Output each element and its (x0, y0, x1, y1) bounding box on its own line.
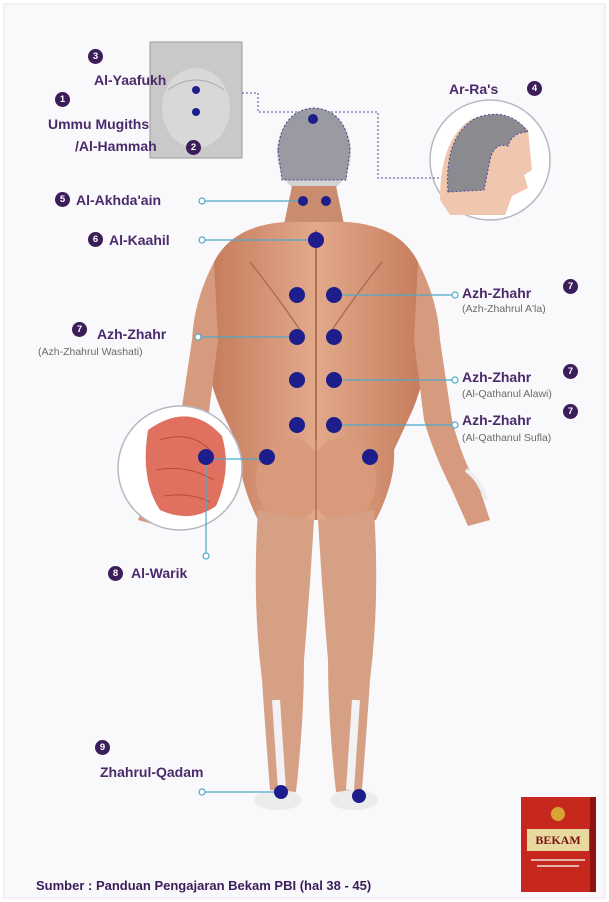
point-al-qathanul-alawi-left (289, 372, 305, 388)
label-al-warik: Al-Warik (131, 565, 187, 581)
point-ummu-mugiths (192, 108, 200, 116)
point-al-qathanul-sufla-left (289, 417, 305, 433)
sublabel-azh-zhahrul-washati: (Azh-Zhahrul Washati) (38, 346, 143, 358)
label-al-yaafukh: Al-Yaafukh (94, 72, 166, 88)
point-al-akhdaain-left (298, 196, 308, 206)
label-ummu-mugiths: Ummu Mugiths (48, 116, 149, 132)
point-azh-zhahrul-washati-right (326, 329, 342, 345)
point-number-badge: 7 (72, 322, 87, 337)
head-side-inset (430, 100, 550, 220)
point-al-kaahil (308, 232, 324, 248)
point-zhahrul-qadam-right (352, 789, 366, 803)
book-cover-image: BEKAM (521, 797, 596, 892)
point-number-badge: 7 (563, 279, 578, 294)
point-number-badge: 3 (88, 49, 103, 64)
point-number-badge: 2 (186, 140, 201, 155)
label-ar-ras: Ar-Ra's (449, 81, 498, 97)
label-al-akhdaain: Al-Akhda'ain (76, 192, 161, 208)
point-al-warik-inset (198, 449, 214, 465)
label-azh-zhahr: Azh-Zhahr (462, 369, 531, 385)
emblem-icon (551, 807, 565, 821)
point-al-yaafukh (192, 86, 200, 94)
point-number-badge: 4 (527, 81, 542, 96)
point-number-badge: 6 (88, 232, 103, 247)
point-al-qathanul-alawi-right (326, 372, 342, 388)
label-azh-zhahr: Azh-Zhahr (462, 412, 531, 428)
label-al-hammah: /Al-Hammah (75, 138, 157, 154)
point-ar-ras (308, 114, 318, 124)
point-number-badge: 9 (95, 740, 110, 755)
label-azh-zhahr: Azh-Zhahr (462, 285, 531, 301)
sublabel-al-qathanul-sufla: (Al-Qathanul Sufla) (462, 432, 551, 444)
glute-inset (118, 406, 242, 530)
source-caption: Sumber : Panduan Pengajaran Bekam PBI (h… (36, 878, 371, 893)
point-azh-zhahrul-ala-left (289, 287, 305, 303)
book-title: BEKAM (527, 831, 589, 849)
point-azh-zhahrul-ala-right (326, 287, 342, 303)
sublabel-azh-zhahrul-ala: (Azh-Zhahrul A'la) (462, 303, 546, 315)
sublabel-al-qathanul-alawi: (Al-Qathanul Alawi) (462, 388, 552, 400)
point-zhahrul-qadam-left (274, 785, 288, 799)
point-number-badge: 8 (108, 566, 123, 581)
point-number-badge: 7 (563, 364, 578, 379)
point-al-qathanul-sufla-right (326, 417, 342, 433)
point-al-warik-right (362, 449, 378, 465)
point-al-akhdaain-right (321, 196, 331, 206)
point-azh-zhahrul-washati-left (289, 329, 305, 345)
label-azh-zhahr: Azh-Zhahr (97, 326, 166, 342)
label-zhahrul-qadam: Zhahrul-Qadam (100, 764, 203, 780)
point-number-badge: 7 (563, 404, 578, 419)
point-number-badge: 1 (55, 92, 70, 107)
point-al-warik-left (259, 449, 275, 465)
point-number-badge: 5 (55, 192, 70, 207)
label-al-kaahil: Al-Kaahil (109, 232, 170, 248)
